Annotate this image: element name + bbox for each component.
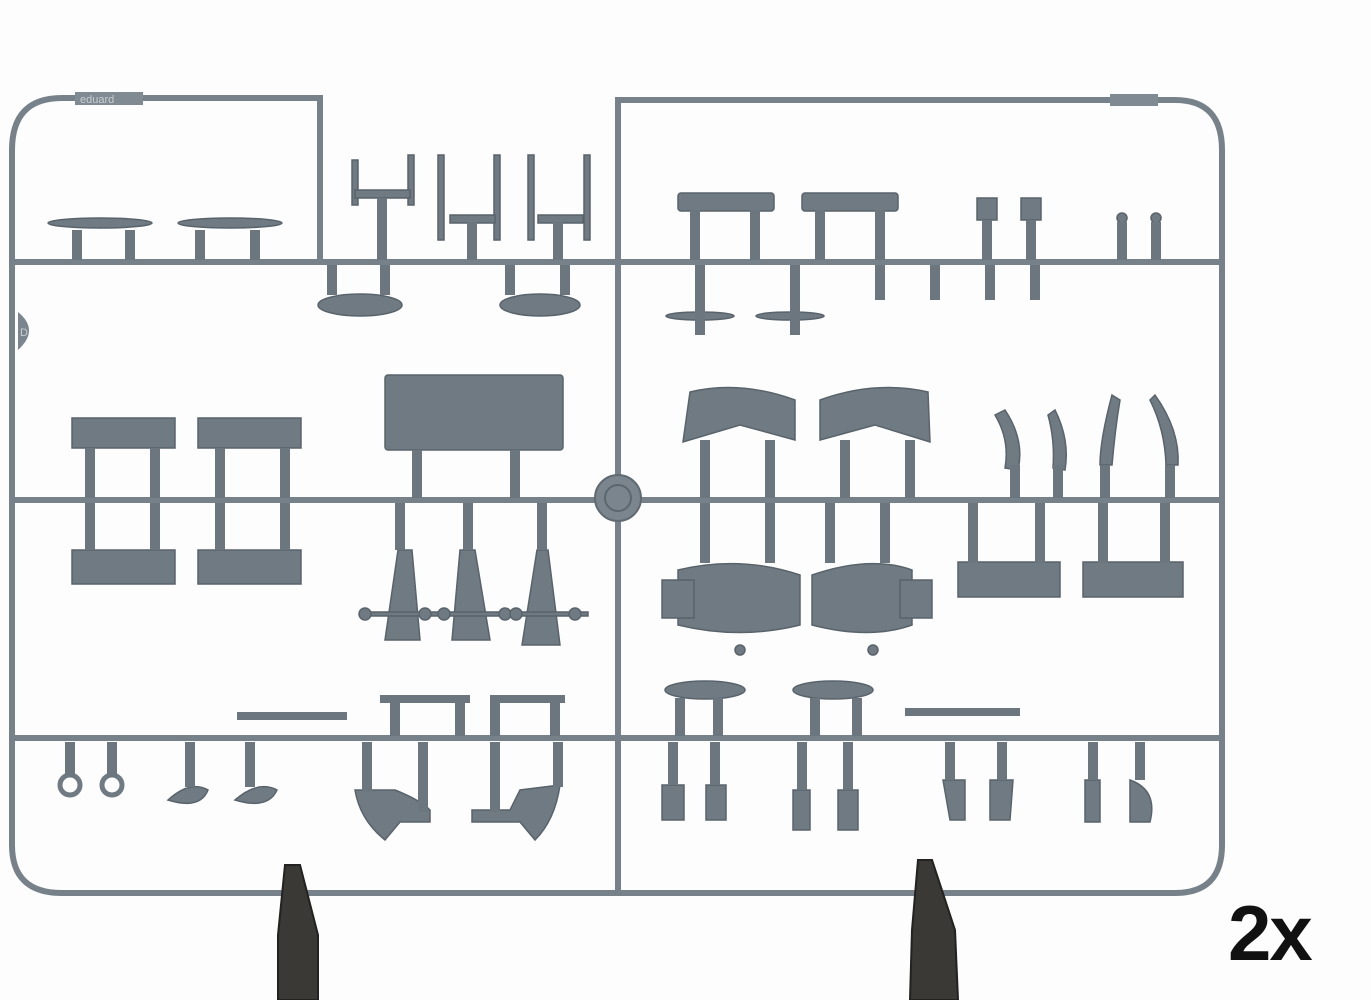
- right-clamp: [908, 859, 960, 1000]
- stand-clamps: [277, 859, 960, 1000]
- quantity-badge: 2x: [1228, 889, 1313, 977]
- parts-row-5: [57, 742, 1153, 842]
- left-clamp: [277, 864, 319, 1000]
- sprue-frame: eduard D: [9, 92, 1225, 896]
- frame-letter: D: [20, 327, 28, 339]
- parts-row-2: [71, 265, 1179, 498]
- parts-row-1: [47, 154, 1162, 260]
- parts-row-3: [71, 503, 1184, 656]
- eduard-logo: eduard: [80, 94, 114, 106]
- sprue-hub: [594, 474, 642, 522]
- parts-row-4: [237, 680, 1020, 736]
